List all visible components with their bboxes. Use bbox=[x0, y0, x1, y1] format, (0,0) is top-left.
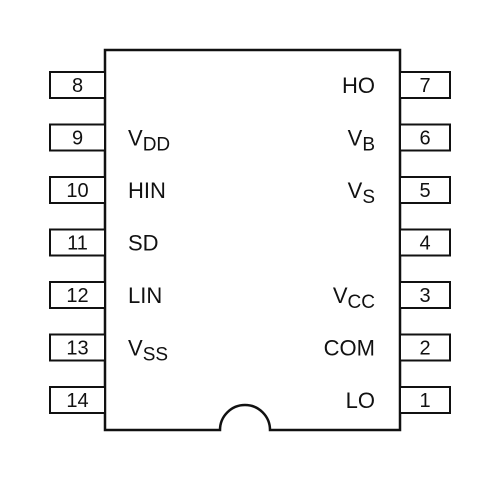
pin-2-signal-label: COM bbox=[324, 336, 375, 361]
signal-label-main: HO bbox=[342, 73, 375, 98]
pin-1-signal-label: LO bbox=[346, 388, 375, 413]
pin-9-box bbox=[49, 123, 106, 152]
pin-11-signal-label: SD bbox=[128, 231, 159, 256]
pin-6-signal-label: VB bbox=[348, 126, 375, 156]
signal-label-main: V bbox=[333, 283, 348, 308]
pin-3-box bbox=[399, 281, 451, 309]
pin-1-number: 1 bbox=[419, 390, 430, 412]
signal-label-subscript: DD bbox=[143, 135, 170, 156]
pin-8-number: 8 bbox=[72, 75, 83, 97]
pin-4-number: 4 bbox=[419, 233, 430, 255]
pin-2-box bbox=[399, 333, 451, 362]
pin-11-box bbox=[49, 228, 106, 257]
signal-label-subscript: S bbox=[362, 187, 375, 208]
pin-12-signal-label: LIN bbox=[128, 283, 162, 308]
right-pin-column: 7 6 5 4 3 2 1 bbox=[399, 71, 451, 414]
pin-7-signal-label: HO bbox=[342, 73, 375, 98]
signal-label-main: HIN bbox=[128, 178, 166, 203]
signal-label-subscript: SS bbox=[143, 345, 168, 366]
pin-13-box bbox=[49, 333, 106, 362]
pin-10-box bbox=[49, 176, 106, 204]
pin-9-number: 9 bbox=[72, 128, 83, 150]
pin-10-signal-label: HIN bbox=[128, 178, 166, 203]
pin-1-box bbox=[399, 386, 451, 414]
pin-5-signal-label: VS bbox=[348, 178, 375, 208]
pin-11-number: 11 bbox=[67, 233, 88, 255]
signal-label-main: V bbox=[348, 178, 363, 203]
pin-7-box bbox=[399, 71, 451, 99]
pin-6-number: 6 bbox=[419, 128, 430, 150]
pin-7-number: 7 bbox=[419, 75, 430, 97]
signal-label-main: LO bbox=[346, 388, 375, 413]
pin-14-number: 14 bbox=[66, 390, 88, 412]
pin-4-box bbox=[399, 228, 451, 257]
signal-label-main: V bbox=[128, 336, 143, 361]
signal-label-main: V bbox=[348, 126, 363, 151]
signal-label-subscript: B bbox=[362, 135, 375, 156]
ic-package-body bbox=[103, 48, 402, 432]
signal-label-main: SD bbox=[128, 231, 159, 256]
pin-5-number: 5 bbox=[419, 180, 430, 202]
pin-9-signal-label: VDD bbox=[128, 126, 170, 156]
signal-label-main: V bbox=[128, 126, 143, 151]
signal-label-subscript: CC bbox=[348, 292, 375, 313]
pin-10-number: 10 bbox=[66, 180, 88, 202]
pin-2-number: 2 bbox=[419, 338, 430, 360]
pin-13-signal-label: VSS bbox=[128, 336, 168, 366]
signal-label-main: LIN bbox=[128, 283, 162, 308]
left-pin-column: 8 9 10 11 12 13 14 bbox=[49, 71, 106, 414]
signal-label-main: COM bbox=[324, 336, 375, 361]
pin-5-box bbox=[399, 176, 451, 204]
pin-3-number: 3 bbox=[419, 285, 430, 307]
pin-14-box bbox=[49, 386, 106, 414]
pin-12-number: 12 bbox=[66, 285, 88, 307]
pin-3-signal-label: VCC bbox=[333, 283, 375, 313]
pin-6-box bbox=[399, 123, 451, 152]
pin-12-box bbox=[49, 281, 106, 309]
pin-13-number: 13 bbox=[66, 338, 88, 360]
pin-8-box bbox=[49, 71, 106, 99]
